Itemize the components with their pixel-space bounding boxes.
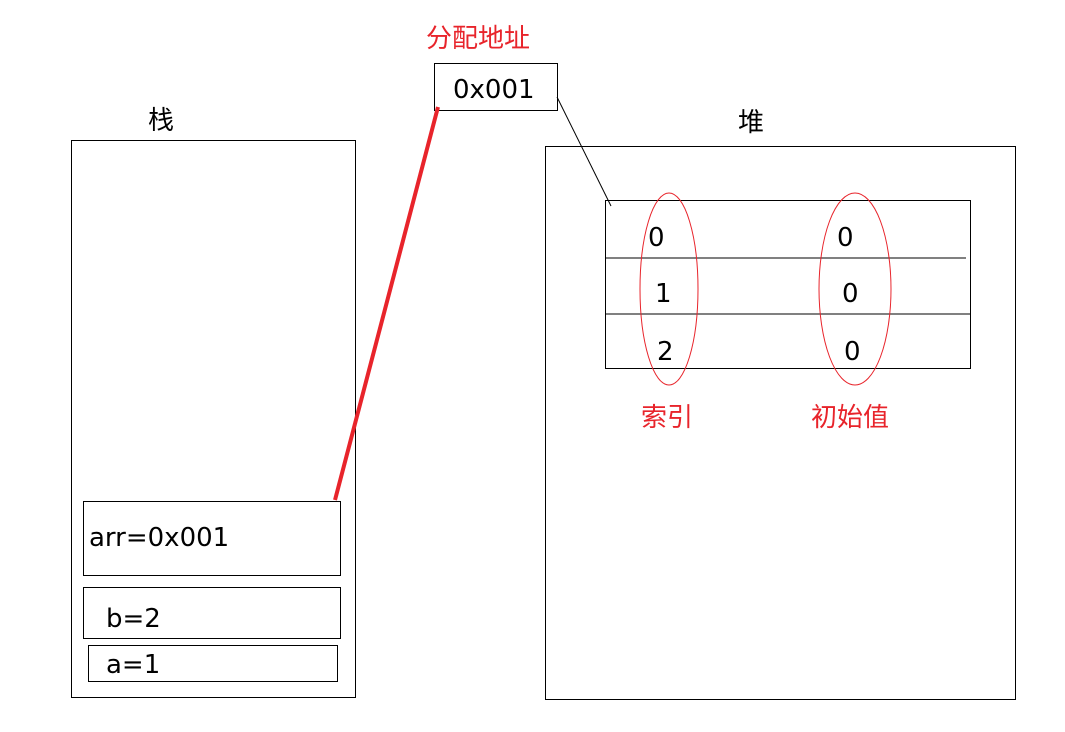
heap-index-1: 1 <box>655 279 672 309</box>
stack-frame-b-label: b=2 <box>106 604 161 634</box>
heap-value-0: 0 <box>837 223 854 253</box>
allocation-address-label: 分配地址 <box>426 24 531 54</box>
stack-frame-arr <box>83 501 341 576</box>
heap-value-1: 0 <box>842 279 859 309</box>
heap-index-0: 0 <box>648 223 665 253</box>
heap-region <box>545 146 1016 700</box>
heap-title: 堆 <box>738 108 765 138</box>
stack-frame-b <box>83 587 341 639</box>
address-box <box>434 63 558 111</box>
index-annotation: 索引 <box>641 403 694 433</box>
heap-value-2: 0 <box>844 337 861 367</box>
stack-frame-a <box>88 645 338 682</box>
heap-index-2: 2 <box>657 337 674 367</box>
stack-frame-a-label: a=1 <box>106 650 161 680</box>
index-ellipse <box>639 192 699 386</box>
reference-arrow-line <box>333 106 440 501</box>
heap-array-table <box>605 200 971 369</box>
address-to-heap-line <box>556 96 612 207</box>
address-value: 0x001 <box>453 75 535 105</box>
stack-title: 栈 <box>148 106 175 136</box>
stack-frame-arr-label: arr=0x001 <box>89 523 230 553</box>
initial-value-annotation: 初始值 <box>811 403 890 433</box>
value-ellipse <box>818 192 892 386</box>
